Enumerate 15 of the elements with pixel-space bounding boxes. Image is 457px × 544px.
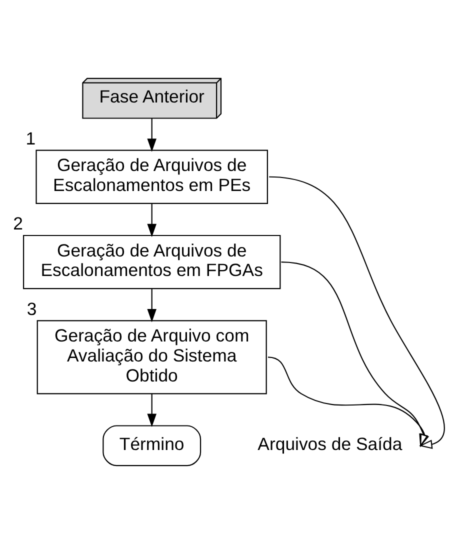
node-label: 1 xyxy=(26,128,36,149)
node-box: Geração de Arquivos de Escalonamentos em PEs xyxy=(36,150,268,204)
arrow xyxy=(147,204,156,238)
node-box: Geração de Arquivo com Avaliação do Sistema Obtido xyxy=(36,320,267,394)
node-label: 2 xyxy=(13,214,23,234)
arrow xyxy=(147,394,156,427)
arrow xyxy=(268,356,430,448)
arrow xyxy=(269,176,445,449)
arrow xyxy=(147,289,156,322)
node-text: Arquivos de Saída xyxy=(258,434,402,454)
node-box: Geração de Arquivos de Escalonamentos em FPGAs xyxy=(22,234,281,290)
node-box: Término xyxy=(102,425,202,466)
arrow xyxy=(147,118,156,152)
arrow xyxy=(281,262,428,448)
node-label: 3 xyxy=(26,298,37,319)
